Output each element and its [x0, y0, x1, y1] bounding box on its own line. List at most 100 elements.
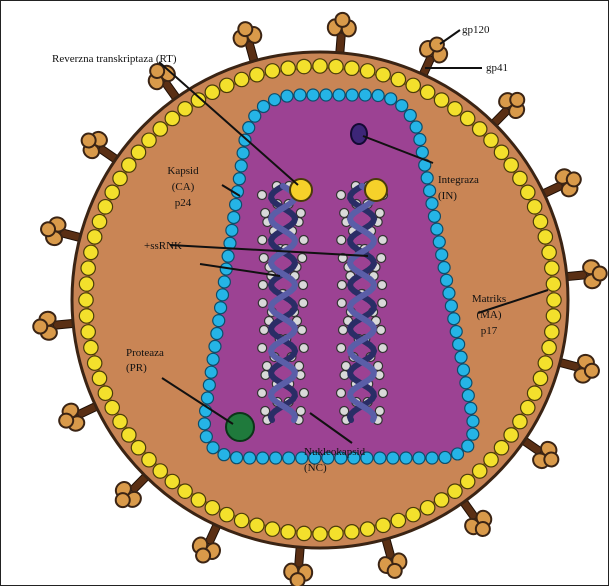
lipid-bead: [297, 59, 311, 73]
lipid-bead: [504, 158, 518, 172]
lipid-bead: [434, 93, 448, 107]
nucleocapsid-bead: [261, 209, 270, 218]
capsid-bead: [235, 160, 247, 172]
capsid-bead: [438, 262, 450, 274]
leader-gp120: [440, 30, 460, 44]
lipid-bead: [131, 440, 145, 454]
nucleocapsid-bead: [258, 299, 267, 308]
reverse-transcriptase-enzyme: [290, 179, 312, 201]
capsid-bead: [218, 449, 230, 461]
capsid-bead: [239, 134, 251, 146]
label-proteaza-line1: Proteaza: [126, 347, 164, 359]
capsid-bead: [428, 210, 440, 222]
lipid-bead: [538, 356, 552, 370]
nucleocapsid-bead: [375, 209, 384, 218]
lipid-bead: [79, 309, 93, 323]
label-kapsid-line1: Kapsid: [167, 165, 199, 177]
nucleocapsid-bead: [259, 254, 268, 263]
lipid-bead: [448, 484, 462, 498]
nucleocapsid-bead: [378, 236, 387, 245]
lipid-bead: [142, 453, 156, 467]
lipid-bead: [473, 122, 487, 136]
capsid-bead: [281, 90, 293, 102]
lipid-bead: [473, 464, 487, 478]
capsid-bead: [216, 289, 228, 301]
nucleocapsid-bead: [337, 281, 346, 290]
capsid-bead: [237, 147, 249, 159]
label-ssrnk: +ssRNK: [144, 240, 182, 252]
nucleocapsid-bead: [378, 299, 387, 308]
lipid-bead: [420, 501, 434, 515]
nucleocapsid-bead: [337, 236, 346, 245]
nucleocapsid-bead: [376, 326, 385, 335]
capsid-bead: [426, 198, 438, 210]
lipid-bead: [92, 214, 106, 228]
capsid-bead: [333, 89, 345, 101]
capsid-bead: [431, 223, 443, 235]
lipid-bead: [484, 133, 498, 147]
capsid-bead: [213, 315, 225, 327]
label-matriks-line1: Matriks: [472, 293, 506, 305]
nucleocapsid-bead: [337, 389, 346, 398]
capsid-bead: [244, 452, 256, 464]
capsid-bead: [387, 452, 399, 464]
lipid-bead: [484, 453, 498, 467]
lipid-bead: [329, 526, 343, 540]
nucleocapsid-bead: [258, 389, 267, 398]
capsid-bead: [374, 452, 386, 464]
lipid-bead: [92, 371, 106, 385]
capsid-bead: [441, 274, 453, 286]
capsid-bead: [207, 353, 219, 365]
nucleocapsid-bead: [296, 209, 305, 218]
gp120-lobe: [335, 12, 350, 27]
capsid-bead: [457, 364, 469, 376]
capsid-bead: [460, 377, 472, 389]
lipid-bead: [250, 67, 264, 81]
capsid-bead: [257, 100, 269, 112]
nucleocapsid-bead: [337, 191, 346, 200]
nucleocapsid-bead: [378, 344, 387, 353]
nucleocapsid-bead: [339, 326, 348, 335]
capsid-bead: [396, 100, 408, 112]
lipid-bead: [513, 171, 527, 185]
nucleocapsid-bead: [337, 344, 346, 353]
lipid-bead: [527, 386, 541, 400]
label-nukleokapsid-line1: Nukleokapsid: [304, 446, 366, 458]
lipid-bead: [513, 414, 527, 428]
reverse-transcriptase-enzyme: [365, 179, 387, 201]
capsid-bead: [445, 300, 457, 312]
lipid-bead: [191, 493, 205, 507]
lipid-bead: [542, 245, 556, 259]
lipid-bead: [538, 230, 552, 244]
lipid-bead: [98, 200, 112, 214]
gp120-lobe: [290, 573, 305, 586]
lipid-bead: [297, 526, 311, 540]
capsid-bead: [320, 89, 332, 101]
lipid-bead: [87, 356, 101, 370]
lipid-bead: [504, 428, 518, 442]
lipid-bead: [105, 400, 119, 414]
lipid-bead: [533, 371, 547, 385]
lipid-bead: [545, 261, 559, 275]
capsid-bead: [414, 134, 426, 146]
lipid-bead: [122, 158, 136, 172]
lipid-bead: [234, 72, 248, 86]
lipid-bead: [360, 522, 374, 536]
lipid-bead: [153, 122, 167, 136]
label-nukleokapsid-line2: (NC): [304, 462, 327, 474]
capsid-bead: [426, 452, 438, 464]
capsid-bead: [294, 89, 306, 101]
capsid-bead: [433, 236, 445, 248]
label-matriks-line3: p17: [481, 325, 498, 337]
capsid-bead: [450, 326, 462, 338]
lipid-bead: [250, 518, 264, 532]
lipid-bead: [234, 513, 248, 527]
capsid-bead: [467, 428, 479, 440]
lipid-bead: [521, 400, 535, 414]
capsid-bead: [462, 390, 474, 402]
lipid-bead: [406, 507, 420, 521]
capsid-bead: [410, 121, 422, 133]
capsid-bead: [233, 173, 245, 185]
lipid-bead: [142, 133, 156, 147]
capsid-bead: [209, 340, 221, 352]
